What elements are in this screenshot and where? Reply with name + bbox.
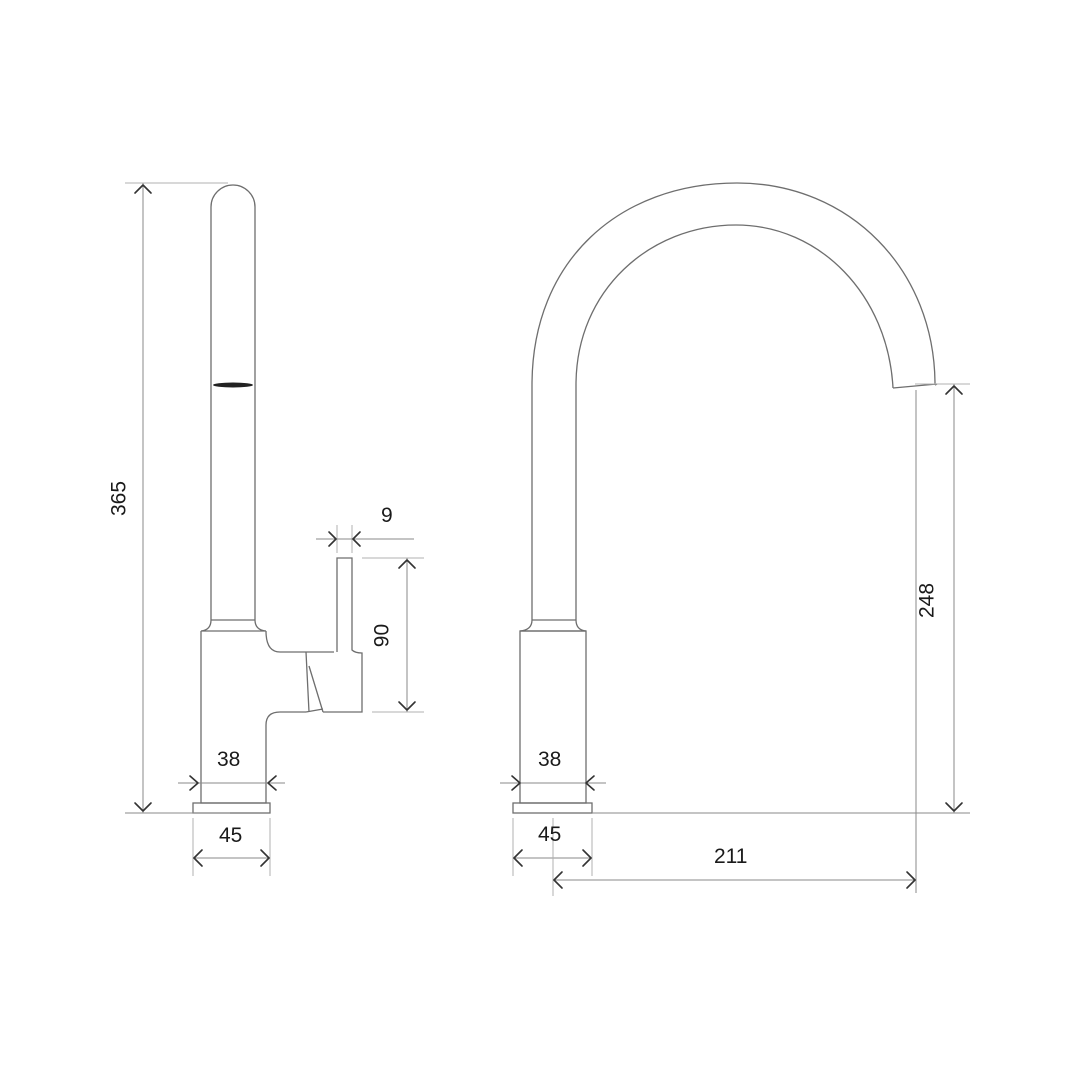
- front-collar: [519, 619, 587, 632]
- dim-spout-reach-label: 211: [714, 845, 748, 868]
- side-collar: [200, 619, 267, 632]
- front-body: [519, 630, 587, 804]
- side-body: [200, 630, 334, 804]
- dim-front-base-diameter-label: 45: [538, 823, 562, 846]
- dim-front-body-diameter-label: 38: [538, 748, 562, 771]
- side-handle: [305, 557, 363, 713]
- side-base-plate: [192, 802, 271, 814]
- front-base-plate: [512, 802, 593, 814]
- front-view: [500, 182, 970, 896]
- side-view: [125, 182, 424, 876]
- dim-side-base-diameter-label: 45: [219, 824, 243, 847]
- side-spout-tube: [210, 184, 256, 620]
- dim-total-height-label: 365: [107, 480, 131, 517]
- dim-handle-height-label: 90: [370, 623, 394, 648]
- aerator-mark: [213, 382, 253, 388]
- dim-side-body-diameter-label: 38: [217, 748, 241, 771]
- dim-handle-thickness-label: 9: [381, 504, 393, 527]
- front-spout-outer: [531, 182, 936, 620]
- front-spout-outlet: [892, 383, 938, 389]
- front-spout-inner: [575, 224, 894, 620]
- dim-spout-height-label: 248: [915, 582, 939, 619]
